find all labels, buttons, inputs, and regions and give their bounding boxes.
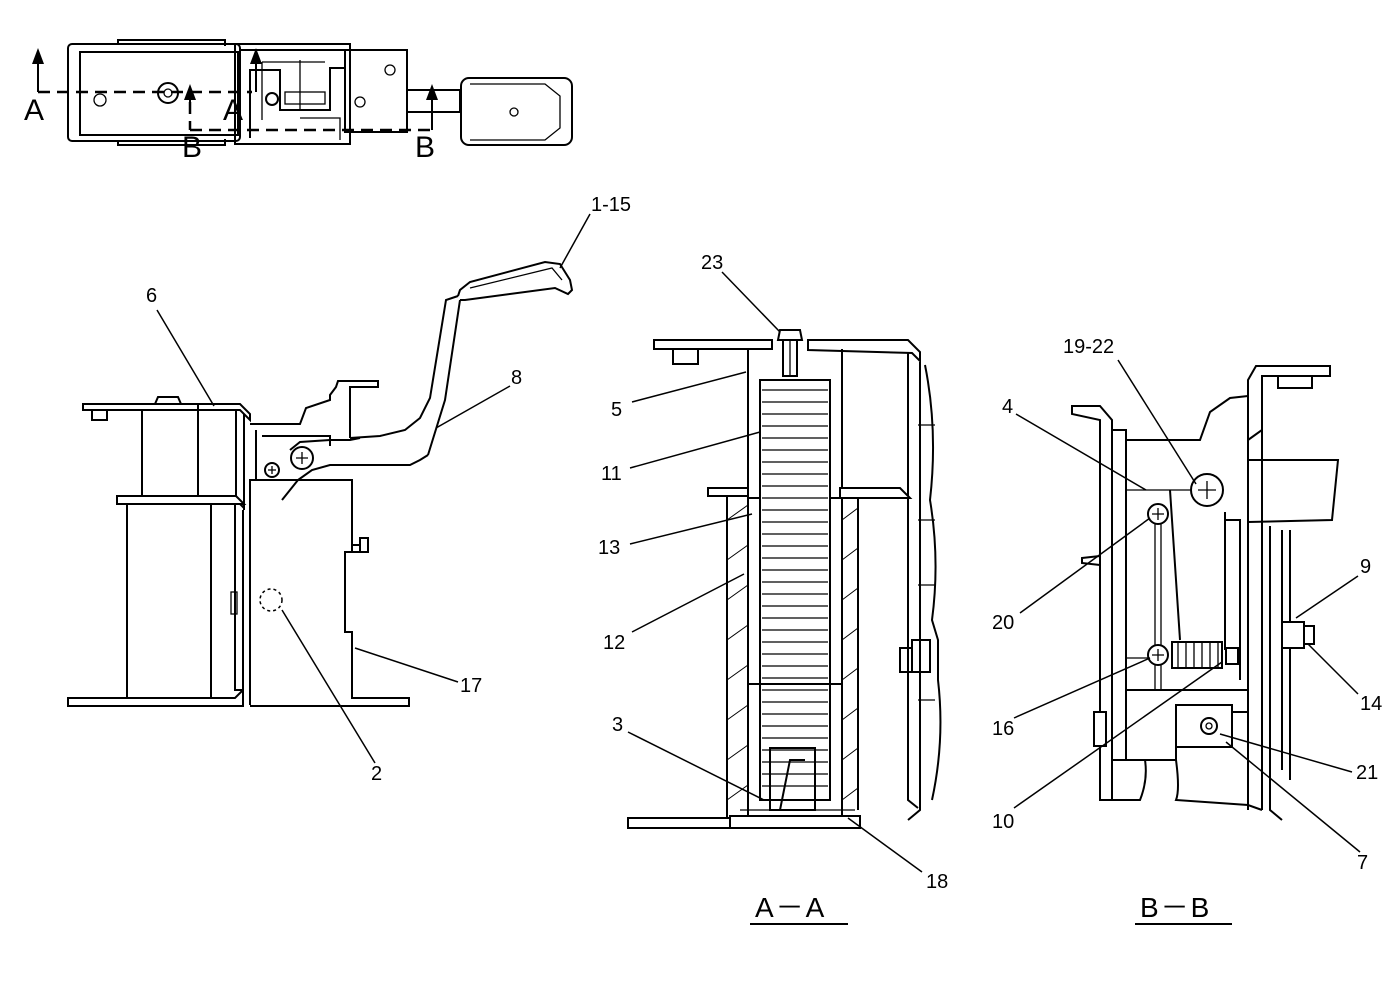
label-14: 14 — [1360, 693, 1382, 715]
label-20: 20 — [992, 612, 1014, 634]
label-16: 16 — [992, 718, 1014, 740]
label-3: 3 — [612, 714, 623, 736]
label-18: 18 — [926, 871, 948, 893]
section-aa-view — [627, 329, 942, 829]
section-marker-b-right: B — [415, 131, 435, 164]
leader-lines — [156, 213, 1361, 873]
label-1-15: 1-15 — [591, 194, 631, 216]
label-12: 12 — [603, 632, 625, 654]
label-4: 4 — [1002, 396, 1013, 418]
hatch-walls — [726, 504, 859, 801]
label-6: 6 — [146, 285, 157, 307]
label-11: 11 — [601, 463, 622, 485]
label-5: 5 — [611, 399, 622, 421]
section-marker-b-left: B — [182, 131, 202, 164]
section-marker-a-right: A — [223, 94, 243, 127]
label-17: 17 — [460, 675, 482, 697]
label-10: 10 — [992, 811, 1014, 833]
label-23: 23 — [701, 252, 723, 274]
label-8: 8 — [511, 367, 522, 389]
top-plan-view: A A B B — [24, 39, 573, 164]
label-21: 21 — [1356, 762, 1378, 784]
label-7: 7 — [1357, 852, 1368, 874]
section-title-aa: A－A — [755, 892, 826, 923]
section-title-bb: B－B — [1140, 892, 1211, 923]
spring-coil — [759, 379, 831, 801]
section-bb-view — [1071, 365, 1340, 821]
label-2: 2 — [371, 763, 382, 785]
side-view — [67, 260, 574, 707]
label-9: 9 — [1360, 556, 1371, 578]
label-13: 13 — [598, 537, 620, 559]
part-labels: 1-15 6 8 17 2 23 5 11 13 12 3 18 19-22 4… — [146, 194, 1382, 893]
section-marker-a-left: A — [24, 94, 44, 127]
label-19-22: 19-22 — [1063, 336, 1114, 358]
section-titles: A－A B－B — [750, 892, 1232, 925]
